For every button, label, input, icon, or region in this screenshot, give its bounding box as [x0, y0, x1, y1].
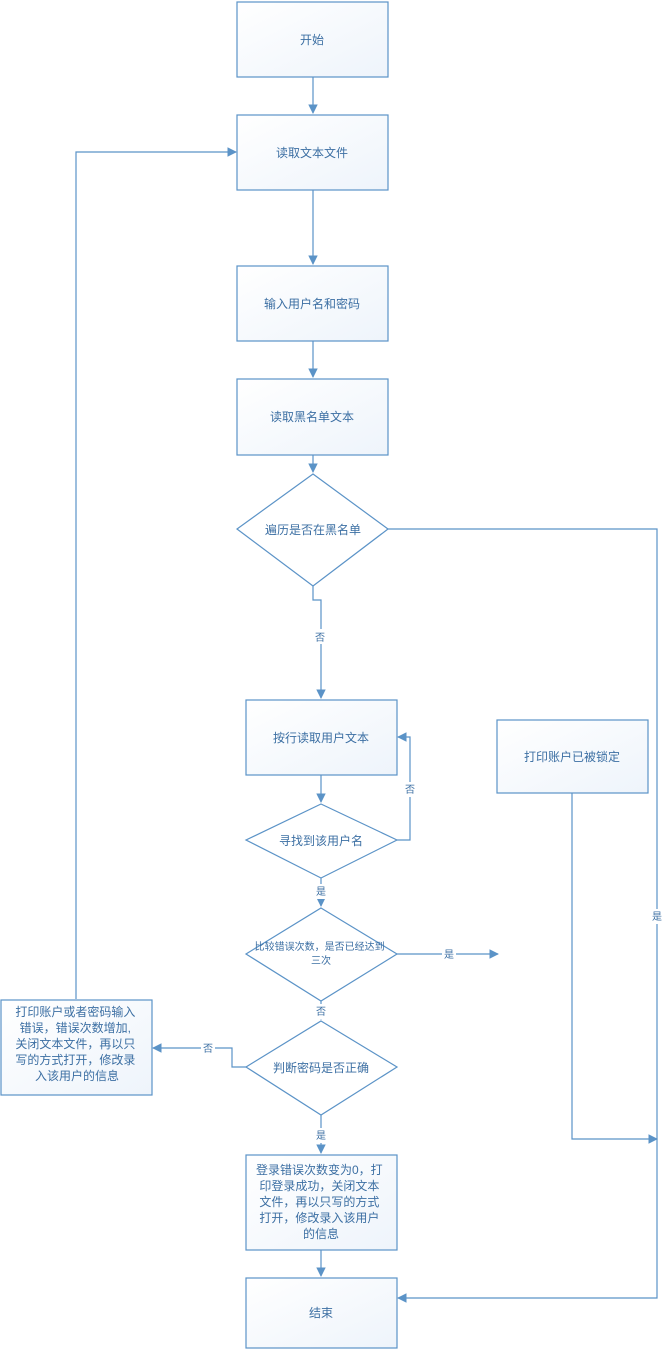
edge-label-compare-yes: 是 [444, 949, 454, 961]
node-compare-errors-label: 比较错误次数，是否已经达到 三次 [255, 940, 388, 967]
edge-label-find-no: 否 [405, 784, 415, 796]
node-print-error-line-2: 错误，错误次数增加, [20, 1020, 131, 1035]
node-end-label: 结束 [309, 1306, 333, 1320]
node-read-file-label: 读取文本文件 [276, 145, 348, 160]
edge-error-back-to-read-file [75, 147, 237, 999]
node-compare-errors [244, 907, 399, 1002]
node-check-password [244, 1020, 399, 1116]
node-login-success [245, 1154, 398, 1251]
node-login-success-line-3: 文件，再以只写的方式 [259, 1194, 379, 1209]
node-print-error-line-1: 打印账户或者密码输入 [15, 1004, 135, 1019]
node-check-password-label: 判断密码是否正确 [273, 1060, 369, 1075]
node-input-credentials-label: 输入用户名和密码 [264, 296, 360, 311]
node-login-success-line-5: 的信息 [303, 1226, 339, 1241]
node-start [236, 1, 389, 78]
edge-label-find-yes: 是 [316, 886, 326, 898]
node-print-error-line-5: 入该用户的信息 [35, 1068, 119, 1083]
edge-labels: 否 是 否 是 是 否 否 是 [201, 629, 664, 1143]
node-check-blacklist-label: 遍历是否在黑名单 [265, 522, 361, 537]
node-check-blacklist [235, 473, 390, 587]
node-input-credentials [236, 265, 389, 342]
node-print-error-line-4: 写的方式打开，修改录 [15, 1052, 135, 1067]
node-start-label: 开始 [300, 33, 324, 47]
edge-label-password-no: 否 [203, 1043, 213, 1055]
node-find-user [244, 803, 399, 879]
node-print-locked [496, 719, 649, 794]
node-read-blacklist-label: 读取黑名单文本 [270, 409, 354, 424]
node-end [245, 1277, 398, 1349]
node-login-success-line-2: 印登录成功，关闭文本 [259, 1178, 379, 1193]
node-compare-errors-line-2: 三次 [311, 954, 331, 967]
edge-label-blacklist-no: 否 [315, 632, 325, 644]
node-login-success-label: 登录错误次数变为0，打 印登录成功，关闭文本 文件，再以只写的方式 打开，修改录… [256, 1162, 386, 1241]
nodes: 开始 读取文本文件 输入用户名和密码 读取黑名单文本 遍历是否在黑名单 按行读取… [0, 1, 649, 1349]
edge-check-yes-to-end [388, 528, 658, 1303]
edges [75, 77, 658, 1303]
node-print-error-label: 打印账户或者密码输入 错误，错误次数增加, 关闭文本文件，再以只 写的方式打开，… [15, 1004, 138, 1083]
node-read-user-lines-label: 按行读取用户文本 [273, 730, 369, 745]
node-compare-errors-line-1: 比较错误次数，是否已经达到 [255, 940, 385, 953]
edge-password-no-to-error [152, 1043, 246, 1068]
node-read-file [236, 114, 389, 191]
edge-check-no-to-read-lines [312, 586, 326, 699]
edge-locked-to-end [571, 793, 658, 1144]
node-print-error-line-3: 关闭文本文件，再以只 [15, 1036, 135, 1051]
node-login-success-line-1: 登录错误次数变为0，打 [256, 1162, 383, 1177]
node-print-error [0, 999, 153, 1096]
node-find-user-label: 寻找到该用户名 [279, 833, 363, 848]
node-print-locked-label: 打印账户已被锁定 [524, 749, 620, 764]
node-read-blacklist [236, 378, 389, 456]
node-login-success-line-4: 打开，修改录入该用户 [259, 1210, 379, 1225]
edge-label-compare-no: 否 [316, 1006, 326, 1018]
edge-label-password-yes: 是 [316, 1130, 326, 1142]
node-read-user-lines [245, 699, 398, 776]
edge-label-blacklist-yes: 是 [652, 911, 662, 923]
